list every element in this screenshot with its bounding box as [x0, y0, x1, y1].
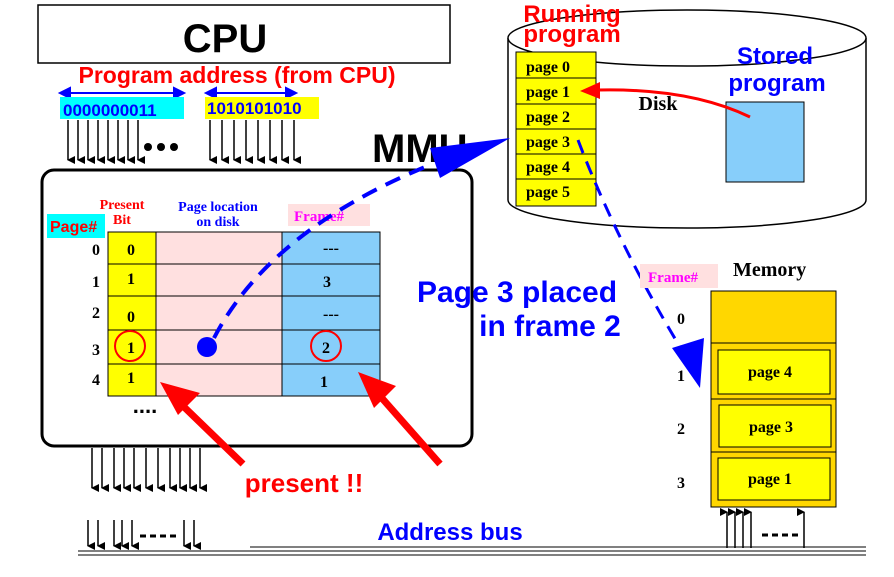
page-location-header-2: on disk: [196, 215, 239, 230]
stored-program-block: [725, 101, 805, 183]
table-row: 1 1 3: [92, 271, 331, 291]
memory-frame: 1 page 4: [677, 349, 831, 395]
frame-column: [281, 231, 381, 397]
caption-line-1: Page 3 placed: [417, 276, 617, 309]
disk-page: page 5: [526, 184, 570, 201]
mmu-output-lines: [91, 448, 207, 492]
memory-frame-number: 2: [677, 421, 685, 438]
memory-page-slot: [717, 457, 831, 501]
memory-frame: 3 page 1: [677, 457, 831, 501]
disk-lookup-arrow: [212, 138, 510, 339]
program-address-label: Program address (from CPU): [79, 62, 396, 88]
memory-page-content: page 4: [748, 364, 792, 381]
present-bit-value: 0: [127, 242, 135, 259]
address-bus-label: Address bus: [377, 519, 522, 546]
present-arrows: [160, 372, 443, 467]
table-row: 0 0 ---: [92, 240, 339, 259]
present-bit-header-2: Bit: [113, 213, 131, 228]
page-header-bg: [47, 214, 105, 238]
memory-page-slot: [718, 404, 832, 448]
memory-frame: 2 page 3: [677, 404, 832, 448]
cpu-box: CPU: [37, 4, 451, 64]
table-row: 3 1 2: [92, 340, 330, 359]
page-location-column: [155, 231, 283, 397]
disk-label: Disk: [639, 93, 679, 115]
running-program-label-2: program: [523, 21, 620, 48]
load-arrow: [580, 82, 751, 119]
bus-lines-left: [87, 520, 201, 550]
present-bit-header-1: Present: [100, 198, 145, 213]
caption-line-2: in frame 2: [479, 310, 621, 343]
present-bit-value: 1: [127, 271, 135, 288]
table-row: 2 0 ---: [92, 305, 339, 326]
page-number: 3: [92, 342, 100, 359]
disk-location-dot: [197, 337, 217, 357]
memory-frame-number: 3: [677, 475, 685, 492]
frame-value: 2: [322, 340, 330, 357]
present-bit-highlight: [114, 330, 146, 362]
page-header: Page#: [50, 219, 97, 236]
present-bit-value: 1: [127, 370, 135, 387]
memory-page-content: page 3: [749, 419, 793, 436]
disk-page: page 1: [526, 84, 570, 101]
page-location-header-1: Page location: [178, 200, 258, 215]
page-placement-arrow: [576, 139, 704, 388]
page-number: 0: [92, 242, 100, 259]
stored-program-label-2: program: [728, 70, 825, 97]
memory-page-slot: [717, 349, 831, 395]
page-bits-field: [60, 97, 184, 119]
bit-range-arrows: [57, 86, 299, 100]
present-bit-value: 0: [127, 309, 135, 326]
frame-header: Frame#: [294, 209, 344, 225]
frame-value: ---: [323, 306, 339, 323]
frame-value: 1: [320, 374, 328, 391]
memory-page-content: page 1: [748, 471, 792, 488]
frame-value: 3: [323, 274, 331, 291]
page-number: 1: [92, 274, 100, 291]
disk-page: page 3: [526, 134, 570, 151]
disk-page: page 2: [526, 109, 570, 126]
memory-frame-number: 1: [677, 368, 685, 385]
present-bit-value: 1: [127, 340, 135, 357]
table-row-lines: [108, 263, 380, 365]
memory-frame-header-bg: [640, 264, 718, 288]
memory-label: Memory: [733, 259, 806, 281]
mmu-input-lines: [67, 120, 301, 164]
memory-frame: 0: [677, 311, 685, 328]
running-program-label-1: Running: [523, 1, 620, 28]
frame-highlight: [310, 330, 342, 362]
offset-bits: 1010101010: [207, 99, 302, 118]
frame-value: ---: [323, 240, 339, 257]
present-bit-column: [107, 231, 157, 397]
page-number: 4: [92, 372, 100, 389]
disk-page: page 4: [526, 159, 570, 176]
table-row: 4 1 1: [92, 370, 328, 391]
memory-frame-header: Frame#: [648, 270, 698, 286]
table-ellipsis: ....: [133, 393, 157, 418]
cpu-label: CPU: [183, 17, 267, 61]
address-bus: [78, 546, 866, 556]
disk-page: page 0: [526, 59, 570, 76]
page-number: 2: [92, 305, 100, 322]
offset-bits-field: [205, 97, 319, 119]
page-bits: 0000000011: [63, 101, 157, 120]
memory-bus-lines: [720, 508, 805, 548]
present-label: present !!: [245, 468, 363, 498]
stored-program-label-1: Stored: [737, 43, 813, 70]
running-program-pages: page 0 page 1 page 2 page 3 page 4 page …: [515, 51, 597, 207]
memory-frame-number: 0: [677, 311, 685, 328]
input-dots: [144, 143, 178, 151]
